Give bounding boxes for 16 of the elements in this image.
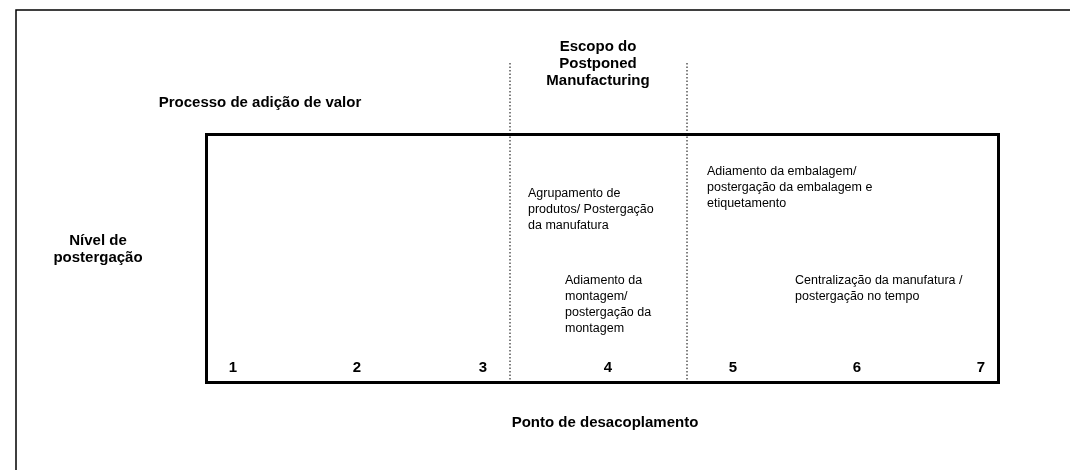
scale-number: 1 [227,358,239,375]
scale-number: 7 [975,358,987,375]
scale-number: 5 [727,358,739,375]
scale-number: 3 [477,358,489,375]
axis-title: Ponto de desacoplamento [510,413,700,430]
axis-title: Processo de adição de valor [157,93,363,110]
category-text: Adiamento da embalagem/ postergação da embalagem e etiquetamento [707,163,874,211]
scale-number: 2 [351,358,363,375]
category-text: Agrupamento de produtos/ Postergação da manufatura [528,185,655,233]
axis-title: Nível de postergação [52,231,144,265]
category-text: Adiamento da montagem/ postergação da montagem [565,272,653,336]
scope-heading: Escopo do Postponed Manufacturing [545,37,651,88]
scale-number: 6 [851,358,863,375]
category-text: Centralização da manufatura / postergação no tempo [795,272,964,304]
chart-frame-box [205,133,1000,384]
scale-number: 4 [602,358,614,375]
